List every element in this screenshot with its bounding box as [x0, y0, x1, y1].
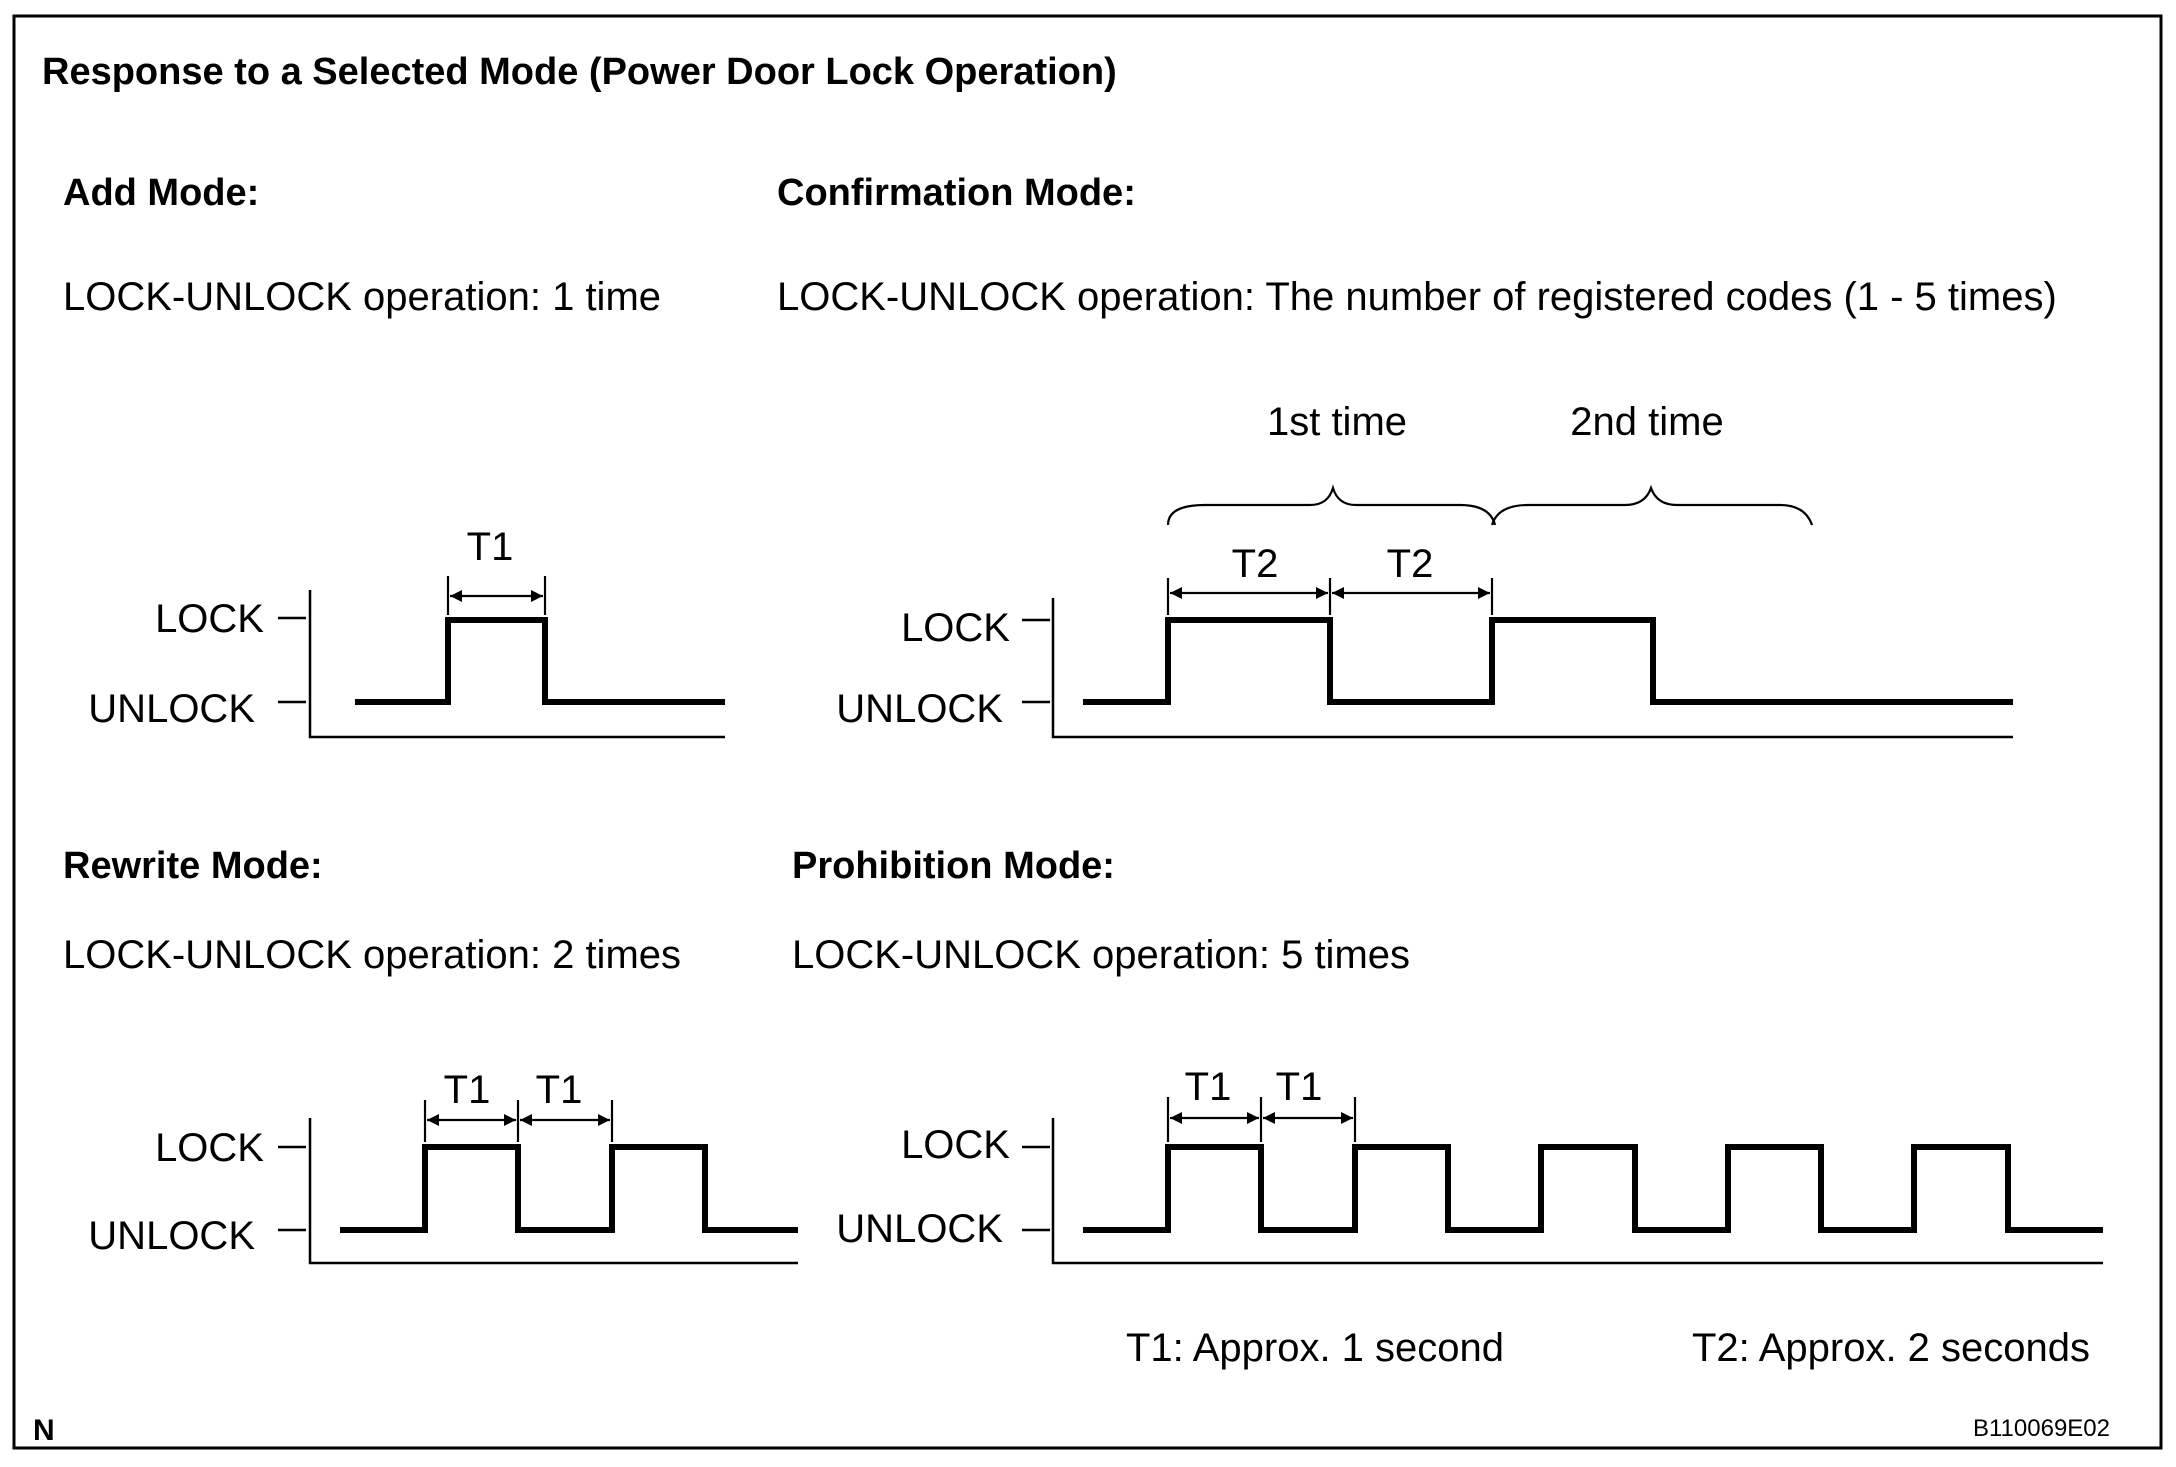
confirmation-second-time-label: 2nd time	[1570, 400, 1723, 444]
add-mode-panel: Add Mode: LOCK-UNLOCK operation: 1 time …	[63, 172, 725, 739]
rewrite-mode-heading: Rewrite Mode:	[63, 845, 323, 887]
rewrite-mode-axes	[308, 1118, 798, 1265]
add-mode-axes	[308, 590, 725, 739]
prohibition-mode-panel: Prohibition Mode: LOCK-UNLOCK operation:…	[792, 845, 2103, 1265]
add-mode-waveform	[355, 617, 725, 705]
confirmation-mode-panel: Confirmation Mode: LOCK-UNLOCK operation…	[777, 172, 2057, 739]
figure-code: B110069E02	[1973, 1415, 2110, 1442]
legend-t1: T1: Approx. 1 second	[1126, 1326, 1504, 1370]
confirmation-mode-axes	[1051, 598, 2013, 739]
rewrite-mode-lock-label: LOCK	[155, 1126, 264, 1170]
prohibition-mode-axes	[1051, 1118, 2103, 1265]
confirmation-mode-waveform	[1083, 617, 2013, 705]
prohibition-mode-operation: LOCK-UNLOCK operation: 5 times	[792, 933, 1410, 977]
add-mode-lock-label: LOCK	[155, 597, 264, 641]
rewrite-t1-label-1: T1	[444, 1068, 491, 1112]
confirmation-t2-label-1: T2	[1232, 542, 1279, 586]
confirmation-first-brace	[1166, 484, 1497, 526]
rewrite-mode-waveform	[340, 1144, 798, 1233]
rewrite-mode-panel: Rewrite Mode: LOCK-UNLOCK operation: 2 t…	[63, 845, 798, 1265]
confirmation-first-time-label: 1st time	[1267, 400, 1407, 444]
prohibition-mode-lock-label: LOCK	[901, 1123, 1010, 1167]
confirmation-second-brace	[1490, 484, 1814, 526]
confirmation-mode-operation: LOCK-UNLOCK operation: The number of reg…	[777, 275, 2057, 319]
confirmation-t2-label-2: T2	[1387, 542, 1434, 586]
rewrite-mode-unlock-label: UNLOCK	[88, 1214, 255, 1258]
rewrite-mode-operation: LOCK-UNLOCK operation: 2 times	[63, 933, 681, 977]
add-mode-operation: LOCK-UNLOCK operation: 1 time	[63, 275, 661, 319]
prohibition-mode-unlock-label: UNLOCK	[836, 1207, 1003, 1251]
prohibition-t1-label-2: T1	[1276, 1065, 1323, 1109]
confirmation-mode-heading: Confirmation Mode:	[777, 172, 1136, 214]
add-mode-t1-label: T1	[467, 525, 514, 569]
rewrite-t1-label-2: T1	[536, 1068, 583, 1112]
add-mode-unlock-label: UNLOCK	[88, 687, 255, 731]
prohibition-mode-waveform	[1083, 1144, 2103, 1233]
legend-t2: T2: Approx. 2 seconds	[1692, 1326, 2090, 1370]
corner-mark: N	[33, 1414, 55, 1447]
figure-title: Response to a Selected Mode (Power Door …	[42, 51, 1117, 93]
add-mode-heading: Add Mode:	[63, 172, 259, 214]
prohibition-mode-heading: Prohibition Mode:	[792, 845, 1115, 887]
confirmation-mode-unlock-label: UNLOCK	[836, 687, 1003, 731]
prohibition-t1-label-1: T1	[1185, 1065, 1232, 1109]
confirmation-mode-lock-label: LOCK	[901, 606, 1010, 650]
figure-frame	[12, 14, 2163, 1450]
